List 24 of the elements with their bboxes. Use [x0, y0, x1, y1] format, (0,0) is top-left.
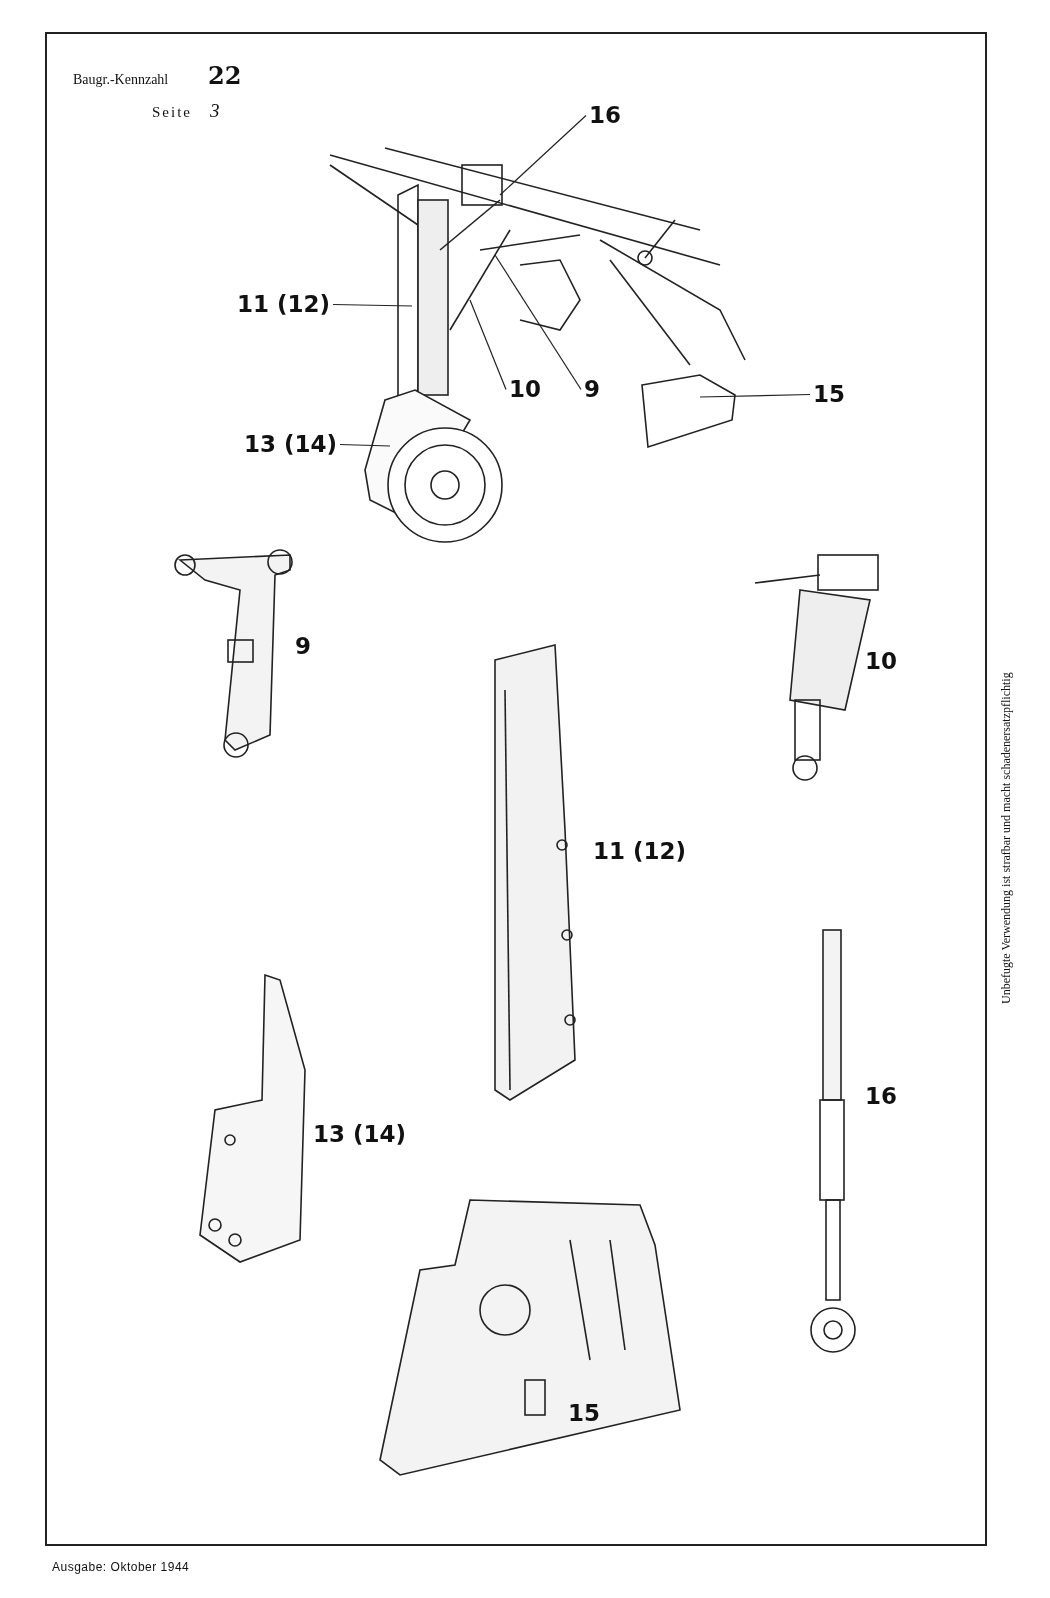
leader-line [494, 254, 582, 391]
group-number: 22 [208, 64, 242, 88]
callout-number: 9 [295, 635, 311, 658]
footer-text: Ausgabe: Oktober 1944 [52, 1561, 190, 1573]
callout-number: 15 [813, 383, 845, 406]
callout-number: 10 [509, 378, 541, 401]
leader-line [339, 443, 391, 447]
callout-number: 11 (12) [237, 293, 331, 316]
page-number: 3 [210, 101, 220, 120]
callout-number: 13 (14) [313, 1123, 407, 1146]
callout-number: 10 [865, 650, 897, 673]
leader-line [699, 393, 811, 398]
copyright-notice: Unbefugte Verwendung ist strafbar und macht schadenersatzpflichtig [1000, 672, 1012, 1004]
page-label: Seite [152, 105, 192, 120]
callout-number: 11 (12) [593, 840, 687, 863]
leader-line [499, 114, 587, 196]
callout-number: 16 [865, 1085, 897, 1108]
callout-number: 16 [589, 104, 621, 127]
callout-number: 9 [584, 378, 600, 401]
callout-number: 13 (14) [244, 433, 338, 456]
callout-number: 15 [568, 1402, 600, 1425]
leader-line [469, 299, 507, 391]
leader-line [332, 303, 413, 307]
header-text: Baugr.-Kennzahl [73, 73, 169, 87]
